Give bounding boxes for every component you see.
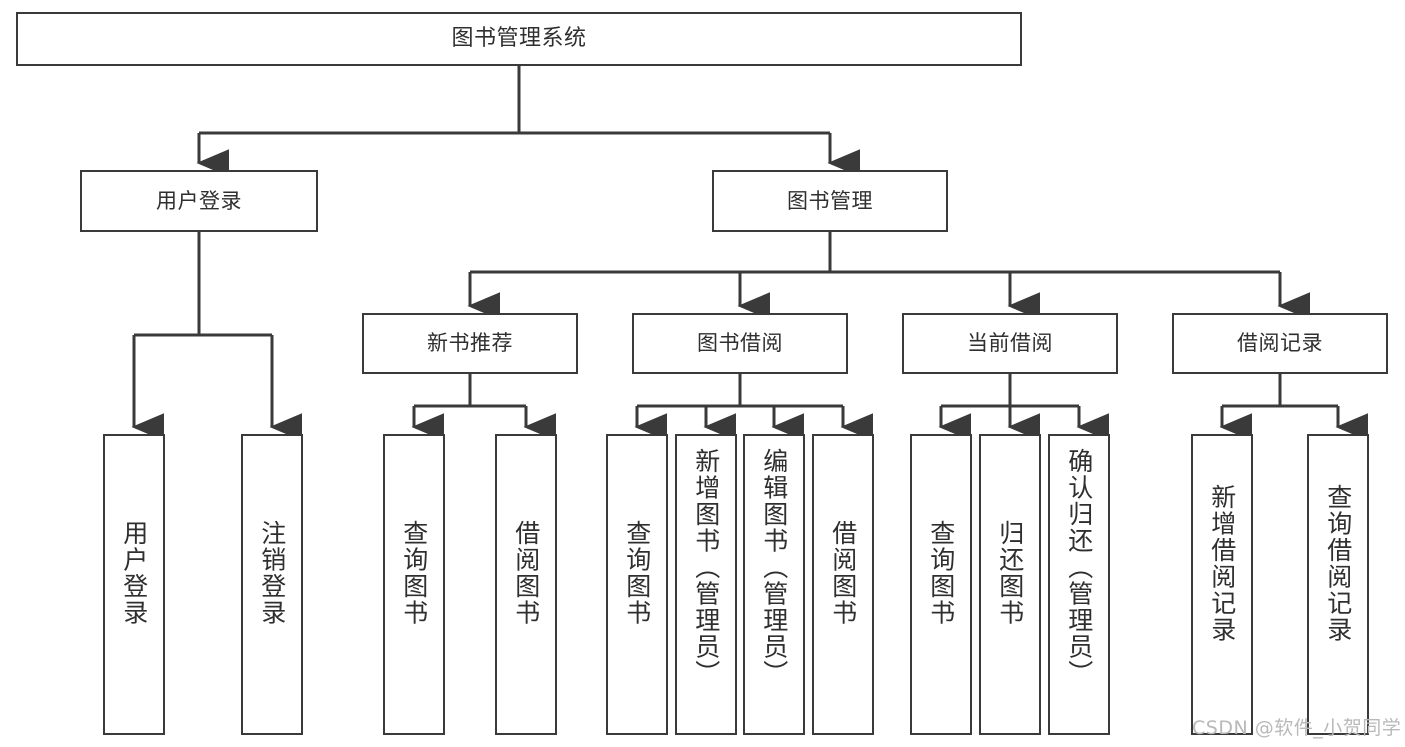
node-borrow-record[interactable]: 借阅记录 (1172, 313, 1388, 374)
node-leaf-return-book-label: 归还图书 (995, 520, 1025, 626)
node-book-management[interactable]: 图书管理 (712, 170, 948, 232)
node-book-borrow-label: 图书借阅 (697, 331, 783, 356)
node-leaf-user-login[interactable]: 用户登录 (103, 434, 165, 735)
node-root-label: 图书管理系统 (451, 26, 587, 52)
node-leaf-query-book-1-label: 查询图书 (399, 520, 429, 626)
node-user-login-label: 用户登录 (156, 188, 242, 213)
node-leaf-borrow-book-2[interactable]: 借阅图书 (812, 434, 874, 735)
node-book-management-label: 图书管理 (787, 188, 873, 213)
node-leaf-borrow-book-2-label: 借阅图书 (828, 520, 858, 626)
node-leaf-logout-label: 注销登录 (257, 520, 287, 626)
node-leaf-add-borrow-record[interactable]: 新增借阅记录 (1191, 434, 1253, 735)
node-leaf-query-book-1[interactable]: 查询图书 (383, 434, 445, 735)
node-leaf-user-login-label: 用户登录 (119, 520, 149, 626)
node-user-login[interactable]: 用户登录 (80, 170, 318, 232)
node-leaf-logout[interactable]: 注销登录 (241, 434, 303, 735)
node-leaf-add-book-admin-label: 新增图书（管理员） (691, 448, 721, 687)
node-leaf-query-book-2[interactable]: 查询图书 (606, 434, 668, 735)
node-current-borrow-label: 当前借阅 (967, 331, 1053, 356)
node-borrow-record-label: 借阅记录 (1237, 331, 1323, 356)
node-leaf-add-borrow-record-label: 新增借阅记录 (1207, 484, 1237, 643)
node-new-book-recommend[interactable]: 新书推荐 (362, 313, 578, 374)
node-leaf-edit-book-admin[interactable]: 编辑图书（管理员） (743, 434, 805, 735)
csdn-watermark: CSDN @软件_小贺同学 (1192, 717, 1402, 739)
node-root[interactable]: 图书管理系统 (16, 12, 1022, 66)
node-leaf-query-book-3-label: 查询图书 (926, 520, 956, 626)
node-leaf-edit-book-admin-label: 编辑图书（管理员） (759, 448, 789, 687)
node-leaf-confirm-return-admin[interactable]: 确认归还（管理员） (1048, 434, 1110, 735)
node-leaf-borrow-book-1-label: 借阅图书 (511, 520, 541, 626)
node-leaf-query-borrow-record[interactable]: 查询借阅记录 (1307, 434, 1369, 735)
node-leaf-query-book-3[interactable]: 查询图书 (910, 434, 972, 735)
node-leaf-query-borrow-record-label: 查询借阅记录 (1323, 484, 1353, 643)
node-leaf-query-book-2-label: 查询图书 (622, 520, 652, 626)
node-current-borrow[interactable]: 当前借阅 (902, 313, 1118, 374)
node-leaf-borrow-book-1[interactable]: 借阅图书 (495, 434, 557, 735)
node-leaf-add-book-admin[interactable]: 新增图书（管理员） (675, 434, 737, 735)
node-book-borrow[interactable]: 图书借阅 (632, 313, 848, 374)
node-new-book-recommend-label: 新书推荐 (427, 331, 513, 356)
node-leaf-return-book[interactable]: 归还图书 (979, 434, 1041, 735)
node-leaf-confirm-return-admin-label: 确认归还（管理员） (1064, 448, 1094, 687)
